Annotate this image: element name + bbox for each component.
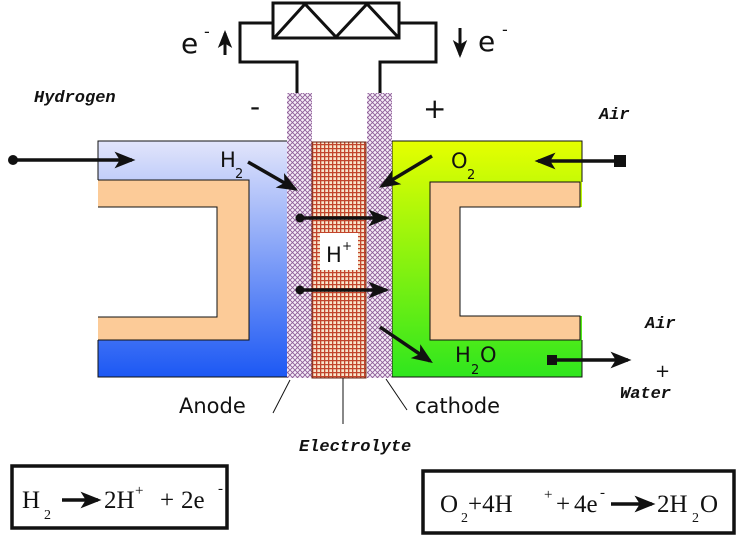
water-symbol-h: H xyxy=(455,343,471,367)
air-outlet-label: Air xyxy=(644,315,676,334)
cathode-chamber xyxy=(391,140,583,378)
anode-equation-box: H 2 2H + + 2e - xyxy=(10,464,229,530)
air-inlet-label: Air xyxy=(598,106,630,125)
cathode-eq-reactant-3-sup: - xyxy=(600,485,605,501)
anode-eq-reactant-sub: 2 xyxy=(44,508,51,523)
electron-flow-left: e - xyxy=(181,22,233,60)
anode-chamber xyxy=(97,140,290,378)
exhaust-outlet-arrow xyxy=(547,351,632,369)
electron-right-label: e xyxy=(478,25,495,58)
cathode-plate-outline xyxy=(429,181,581,341)
water-subscript: 2 xyxy=(471,363,479,378)
cathode-eq-reactant-1: O xyxy=(440,491,458,518)
cathode-eq-reactant-1-sub: 2 xyxy=(461,511,468,526)
cathode-eq-product-end: O xyxy=(700,491,718,518)
proton-charge: + xyxy=(342,239,352,253)
water-outlet-label: Water xyxy=(620,385,671,404)
cathode-electrode xyxy=(367,93,392,378)
positive-terminal-sign: + xyxy=(423,92,446,125)
hydrogen-symbol: H xyxy=(220,148,236,172)
electron-left-label: e xyxy=(181,27,198,60)
cathode-eq-reactant-2-sup: + xyxy=(544,487,552,503)
proton-arrow-top xyxy=(295,209,390,227)
external-circuit xyxy=(238,1,438,93)
electron-right-charge: - xyxy=(502,20,508,39)
anode-pointer-line xyxy=(272,379,291,414)
cathode-eq-product-sub: 2 xyxy=(692,511,699,526)
anode-eq-product-1-sup: + xyxy=(135,483,143,499)
cathode-wire xyxy=(378,21,438,93)
oxygen-diffusion-arrow-icon xyxy=(378,154,433,188)
cathode-eq-plus: + xyxy=(556,491,570,518)
anode-wire xyxy=(238,21,299,93)
hydrogen-subscript: 2 xyxy=(235,167,243,182)
anode-eq-reactant: H xyxy=(22,487,40,514)
electron-left-charge: - xyxy=(204,22,210,41)
oxygen-subscript: 2 xyxy=(467,168,475,183)
anode-eq-product-2-sup: - xyxy=(218,481,223,497)
cathode-label: cathode xyxy=(415,394,500,418)
electrolyte-label: Electrolyte xyxy=(299,438,411,457)
cathode-eq-reactant-3: 4e xyxy=(574,491,598,518)
air-inlet-arrow xyxy=(534,152,626,170)
water-symbol-o: O xyxy=(480,343,497,367)
cathode-equation-frame xyxy=(421,469,736,535)
anode-equation-frame xyxy=(10,464,229,530)
anode-eq-product-1: 2H xyxy=(104,487,135,514)
cathode-pointer-line xyxy=(385,378,408,411)
hydrogen-inlet-label: Hydrogen xyxy=(34,89,116,108)
anode-plate-outline xyxy=(98,179,250,341)
anode-eq-product-2: 2e xyxy=(181,487,205,514)
cathode-eq-product: 2H xyxy=(657,491,688,518)
water-formation-arrow-icon xyxy=(379,325,433,363)
cathode-eq-reactant-2: +4H xyxy=(468,491,513,518)
negative-terminal-sign: - xyxy=(250,90,260,123)
outlet-plus-label: + xyxy=(655,361,670,382)
anode-label: Anode xyxy=(179,394,246,418)
proton-symbol: H xyxy=(326,243,342,267)
oxygen-symbol: O xyxy=(451,149,468,173)
resistor-zigzag-icon xyxy=(273,1,400,40)
anode-electrode xyxy=(287,93,312,378)
proton-label-box xyxy=(320,233,358,270)
anode-flow-plate xyxy=(98,180,249,340)
electron-flow-right: e - xyxy=(452,20,508,58)
anode-plate-opening xyxy=(97,207,217,317)
cathode-equation-box: O 2 +4H + + 4e - 2H 2 O xyxy=(421,469,736,535)
hydrogen-inlet-arrow xyxy=(8,151,136,169)
anode-eq-plus: + xyxy=(160,487,174,514)
proton-arrow-bottom xyxy=(295,281,390,299)
hydrogen-diffusion-arrow-icon xyxy=(247,160,299,191)
cathode-plate-opening xyxy=(460,207,583,316)
